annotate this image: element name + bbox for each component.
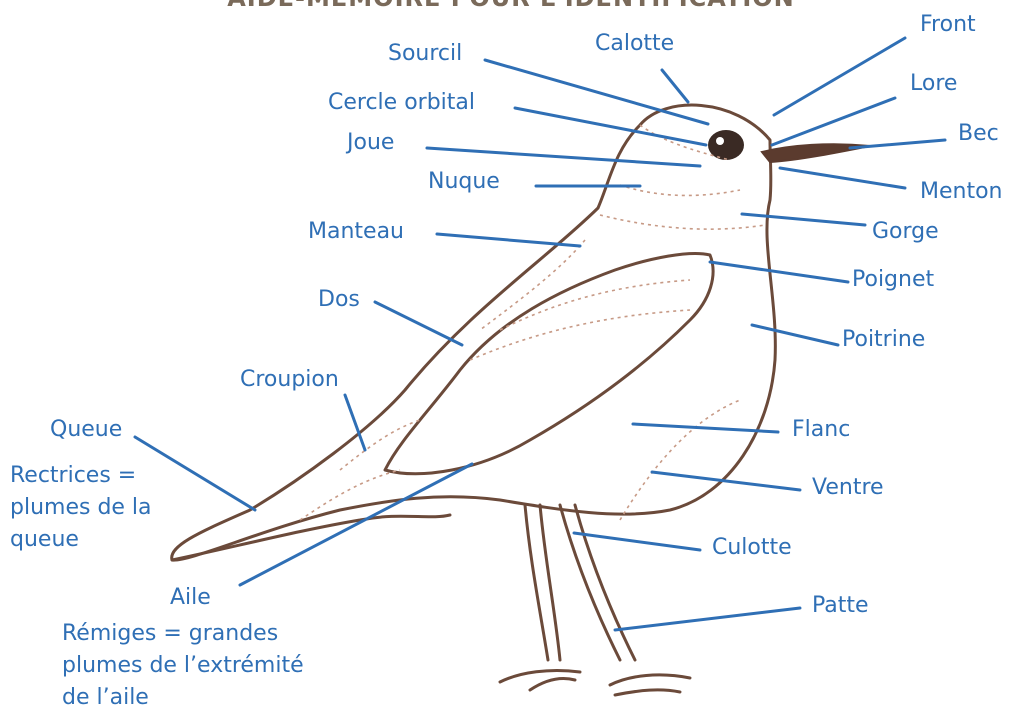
- label-calotte: Calotte: [595, 28, 674, 60]
- label-aile: Aile: [170, 582, 211, 614]
- leader-line-queue: [135, 437, 255, 510]
- leader-line-calotte: [662, 70, 688, 102]
- label-ventre: Ventre: [812, 472, 884, 504]
- leader-line-front: [774, 38, 905, 115]
- label-flanc: Flanc: [792, 414, 850, 446]
- label-joue: Joue: [347, 127, 394, 159]
- region-line-croupion: [340, 420, 420, 470]
- label-menton: Menton: [920, 176, 1003, 208]
- label-poitrine: Poitrine: [842, 324, 925, 356]
- region-line-tail: [300, 470, 400, 520]
- label-croupion: Croupion: [240, 364, 339, 396]
- label-dos: Dos: [318, 284, 360, 316]
- label-sourcil: Sourcil: [388, 38, 462, 70]
- label-gorge: Gorge: [872, 216, 939, 248]
- region-line-wing-1: [500, 280, 690, 330]
- leader-line-poignet: [710, 262, 848, 282]
- leader-line-cercle-orbital: [515, 108, 706, 145]
- leader-line-sourcil: [485, 60, 708, 124]
- leader-line-dos: [375, 302, 462, 345]
- note-rectrices: Rectrices = plumes de la queue: [10, 460, 152, 556]
- leader-line-aile: [240, 464, 472, 585]
- label-lore: Lore: [910, 68, 957, 100]
- label-culotte: Culotte: [712, 532, 792, 564]
- label-front: Front: [920, 9, 976, 41]
- region-line-back: [480, 240, 585, 330]
- leader-line-bec: [850, 140, 945, 148]
- bird-eye-highlight: [716, 137, 724, 145]
- bird-feet: [500, 670, 690, 695]
- label-cercle-orbital: Cercle orbital: [328, 87, 475, 119]
- region-line-flank: [620, 400, 740, 520]
- label-manteau: Manteau: [308, 216, 404, 248]
- label-bec: Bec: [958, 118, 999, 150]
- leader-line-patte: [615, 608, 800, 630]
- bird-wing-outline: [385, 253, 713, 473]
- diagram-title: AIDE-MÉMOIRE POUR L'IDENTIFICATION: [0, 0, 1022, 12]
- label-queue: Queue: [50, 414, 122, 446]
- leader-line-menton: [780, 168, 905, 188]
- leader-line-ventre: [652, 472, 800, 490]
- leader-line-joue: [427, 148, 700, 166]
- leader-line-gorge: [742, 214, 865, 225]
- label-poignet: Poignet: [852, 264, 934, 296]
- bird-leg-left: [525, 505, 560, 660]
- label-patte: Patte: [812, 590, 869, 622]
- bird-tail-outline: [172, 515, 450, 560]
- leader-line-culotte: [574, 533, 700, 550]
- note-remiges: Rémiges = grandes plumes de l’extrémité …: [62, 618, 304, 713]
- label-nuque: Nuque: [428, 166, 500, 198]
- leader-line-flanc: [633, 424, 778, 432]
- leader-line-manteau: [437, 234, 580, 246]
- bird-leg-right: [560, 505, 635, 660]
- region-line-throat: [600, 215, 765, 229]
- leader-line-poitrine: [752, 325, 838, 345]
